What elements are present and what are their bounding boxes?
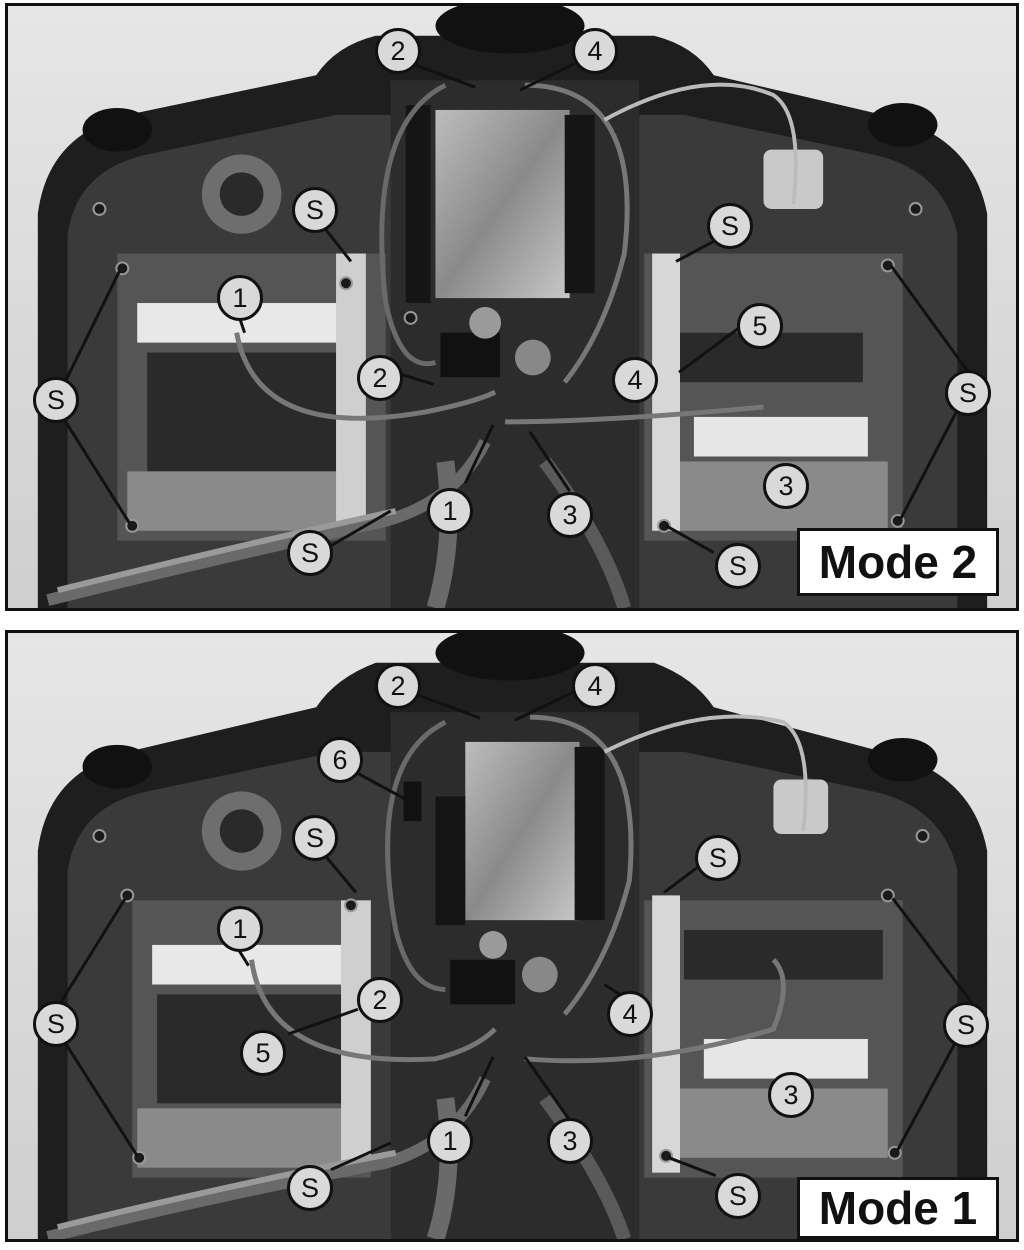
callout-label: 2 (375, 28, 421, 74)
callout-label: S (945, 370, 991, 416)
callout-label: 4 (572, 28, 618, 74)
callout-label: S (707, 203, 753, 249)
mode-1-photo-panel: 2 4 6 S S 1 S 2 5 4 S 1 3 3 S S Mode 1 (5, 630, 1019, 1242)
callout-label: 5 (240, 1030, 286, 1076)
callout-label: 3 (547, 1118, 593, 1164)
transmitter-interior-photo (8, 6, 1016, 608)
callout-label: 4 (612, 357, 658, 403)
callout-label: S (292, 187, 338, 233)
callout-label: S (715, 1173, 761, 1219)
callout-label: 4 (607, 991, 653, 1037)
callout-label: 2 (357, 355, 403, 401)
callout-label: 3 (768, 1072, 814, 1118)
callout-label: S (695, 835, 741, 881)
callout-label: S (943, 1002, 989, 1048)
callout-label: 6 (317, 737, 363, 783)
callout-label: 2 (357, 977, 403, 1023)
callout-label: 4 (572, 663, 618, 709)
callout-label: 1 (427, 1118, 473, 1164)
callout-label: 1 (427, 488, 473, 534)
callout-label: S (33, 377, 79, 423)
callout-label: 3 (547, 492, 593, 538)
callout-label: 2 (375, 663, 421, 709)
mode-2-photo-panel: 2 4 S S 1 2 S 5 4 S 1 3 3 S S Mode 2 (5, 3, 1019, 611)
callout-label: 5 (737, 303, 783, 349)
callout-label: S (292, 815, 338, 861)
callout-label: S (287, 530, 333, 576)
callout-label: S (287, 1165, 333, 1211)
callout-label: S (715, 543, 761, 589)
callout-label: S (33, 1001, 79, 1047)
callout-label: 1 (217, 275, 263, 321)
mode-label: Mode 1 (797, 1177, 999, 1239)
mode-label: Mode 2 (797, 528, 999, 596)
callout-label: 3 (763, 463, 809, 509)
callout-label: 1 (217, 906, 263, 952)
transmitter-interior-photo (8, 633, 1016, 1239)
